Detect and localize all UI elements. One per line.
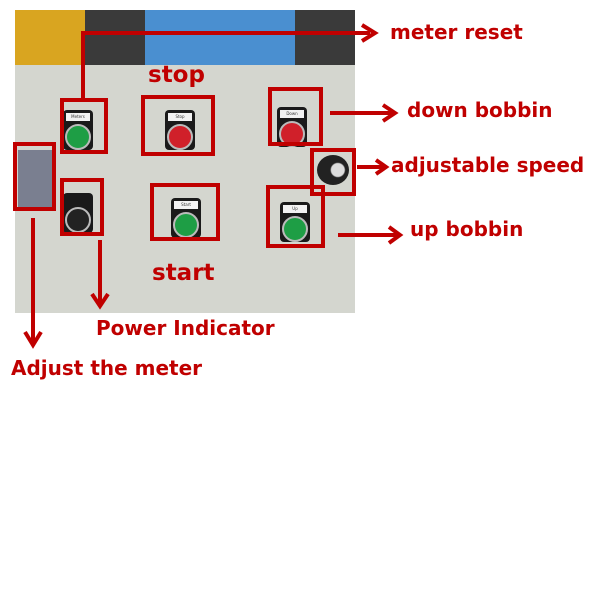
button-label: Start [174,201,198,209]
blue-hopper [145,10,295,65]
meter-reset-button: Meters reset [63,110,93,150]
up-box [266,185,325,248]
button-label: Up [283,205,307,213]
adjustable-speed-label: adjustable speed [391,153,585,177]
start-button: Start [171,198,201,238]
up-button: Up [280,202,310,242]
meter-display [18,150,52,210]
stop-button: Stop [165,110,195,150]
panel-surface [15,65,355,313]
meter-reset-arrow [81,31,370,98]
down-button: Down [277,107,307,147]
power-indicator-box [60,178,104,236]
control-panel-photo: Meters reset Stop Down Start Up [15,10,355,313]
knob [317,155,349,185]
adjust-meter-label: Adjust the meter [11,356,203,380]
down-box [268,87,323,146]
button-label: Stop [168,113,192,121]
start-box [150,183,220,241]
up-bobbin-label: up bobbin [410,217,524,241]
power-indicator-switch [63,193,93,233]
start-label: start [152,260,215,286]
button-label: Down [280,110,304,118]
button-label: Meters reset [66,113,90,121]
down-bobbin-label: down bobbin [407,98,553,122]
stop-box [141,95,215,156]
meter-reset-label: meter reset [390,20,523,44]
meter-display-box [13,142,56,211]
speed-knob-box [310,148,356,196]
stop-label: stop [148,62,205,88]
power-indicator-label: Power Indicator [96,316,275,340]
meter-reset-box [60,98,108,154]
